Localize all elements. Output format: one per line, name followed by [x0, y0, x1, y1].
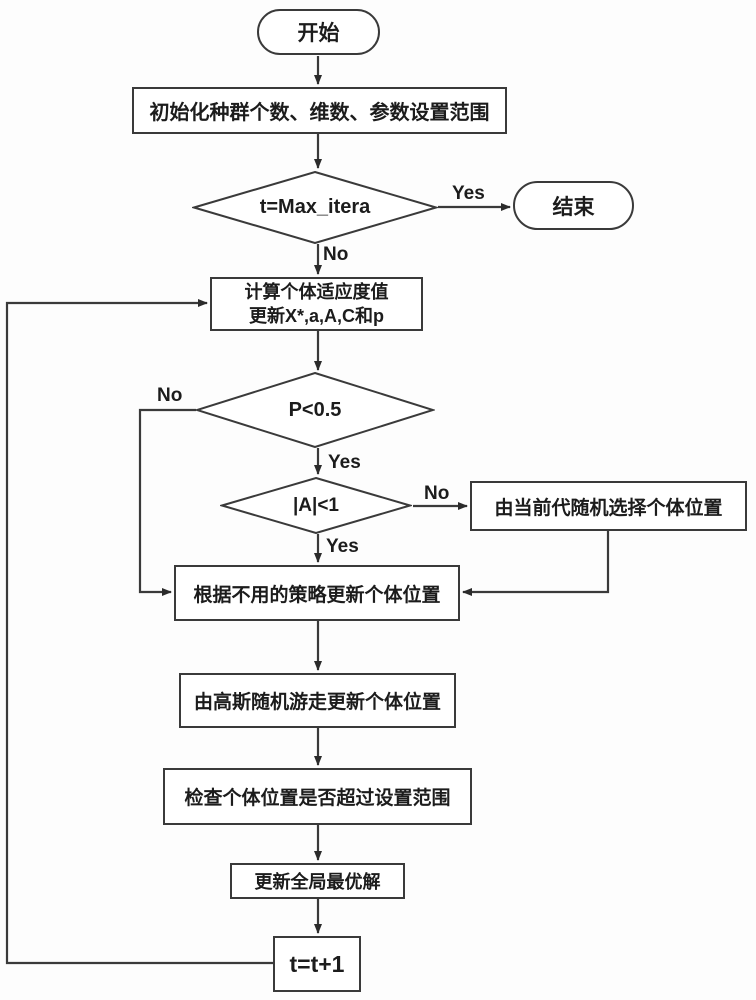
- end-label: 结束: [552, 195, 595, 219]
- range-check-node: 检查个体位置是否超过设置范围: [163, 768, 472, 825]
- a-decision: |A|<1: [220, 477, 412, 534]
- fitness-line1: 计算个体适应度值: [244, 281, 389, 302]
- increment-label: t=t+1: [289, 950, 345, 977]
- init-node: 初始化种群个数、维数、参数设置范围: [132, 87, 507, 134]
- strategy-update-node: 根据不用的策略更新个体位置: [174, 565, 460, 621]
- random-select-node: 由当前代随机选择个体位置: [470, 481, 747, 531]
- diamond-shape: [195, 372, 435, 448]
- yes-label-pcheck: Yes: [328, 452, 361, 473]
- fitness-line2: 更新X*,a,A,C和p: [248, 306, 385, 326]
- end-node: 结束: [513, 181, 634, 230]
- edge-pcheck-no-to-strategy: [138, 408, 196, 596]
- random-select-label: 由当前代随机选择个体位置: [494, 497, 723, 519]
- max-iteration-label: t=Max_itera: [259, 196, 371, 218]
- p-decision: P<0.5: [195, 372, 435, 448]
- diamond-shape: [220, 477, 412, 534]
- edge-increment-loop-to-fitness: [5, 299, 273, 965]
- fitness-update-node: 计算个体适应度值 更新X*,a,A,C和p: [210, 277, 423, 331]
- p-decision-label: P<0.5: [288, 398, 342, 421]
- no-label-acheck: No: [424, 483, 450, 504]
- no-label-pcheck: No: [157, 385, 183, 406]
- yes-label-maxcheck: Yes: [452, 183, 485, 204]
- update-best-label: 更新全局最优解: [254, 872, 381, 892]
- start-label: 开始: [297, 22, 340, 45]
- edge-randomselect-to-strategy: [462, 531, 610, 596]
- gaussian-walk-node: 由高斯随机游走更新个体位置: [179, 673, 456, 728]
- fitness-update-text: 计算个体适应度值 更新X*,a,A,C和p: [245, 280, 389, 329]
- start-node: 开始: [257, 9, 380, 55]
- diamond-shape: [192, 171, 438, 244]
- no-label-maxcheck: No: [323, 244, 349, 265]
- increment-node: t=t+1: [273, 936, 361, 992]
- init-label: 初始化种群个数、维数、参数设置范围: [149, 102, 490, 124]
- strategy-update-label: 根据不用的策略更新个体位置: [193, 584, 441, 606]
- gaussian-walk-label: 由高斯随机游走更新个体位置: [193, 692, 441, 713]
- range-check-label: 检查个体位置是否超过设置范围: [184, 788, 451, 809]
- update-best-node: 更新全局最优解: [230, 863, 405, 899]
- yes-label-acheck: Yes: [326, 536, 359, 557]
- max-iteration-decision: t=Max_itera: [192, 171, 438, 244]
- a-decision-label: |A|<1: [292, 494, 339, 516]
